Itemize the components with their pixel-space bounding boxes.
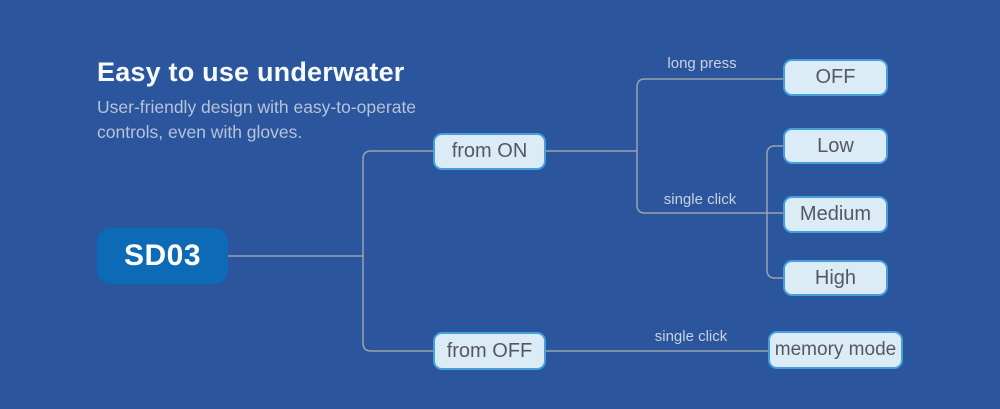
edge-label-single-click-from-off: single click	[654, 328, 728, 345]
node-low: Low	[783, 128, 888, 164]
connector-longpress-singleclick-bracket	[636, 78, 784, 214]
edge-label-single-click-from-on: single click	[663, 191, 737, 208]
connector-low-medium-high-bracket	[766, 145, 784, 279]
page-subtitle: User-friendly design with easy-to-operat…	[97, 95, 416, 145]
node-memory-mode: memory mode	[768, 331, 903, 369]
node-off: OFF	[783, 59, 888, 96]
node-medium: Medium	[783, 196, 888, 233]
page-title: Easy to use underwater	[97, 57, 405, 87]
node-from-off: from OFF	[433, 332, 546, 370]
subtitle-line-1: User-friendly design with easy-to-operat…	[97, 97, 417, 117]
node-from-on: from ON	[433, 133, 546, 170]
edge-label-long-press: long press	[667, 55, 737, 72]
connector-trunk-on-off-bracket	[362, 150, 434, 352]
subtitle-line-2: controls, even with gloves.	[97, 122, 303, 142]
node-high: High	[783, 260, 888, 296]
node-sd03: SD03	[97, 228, 228, 284]
